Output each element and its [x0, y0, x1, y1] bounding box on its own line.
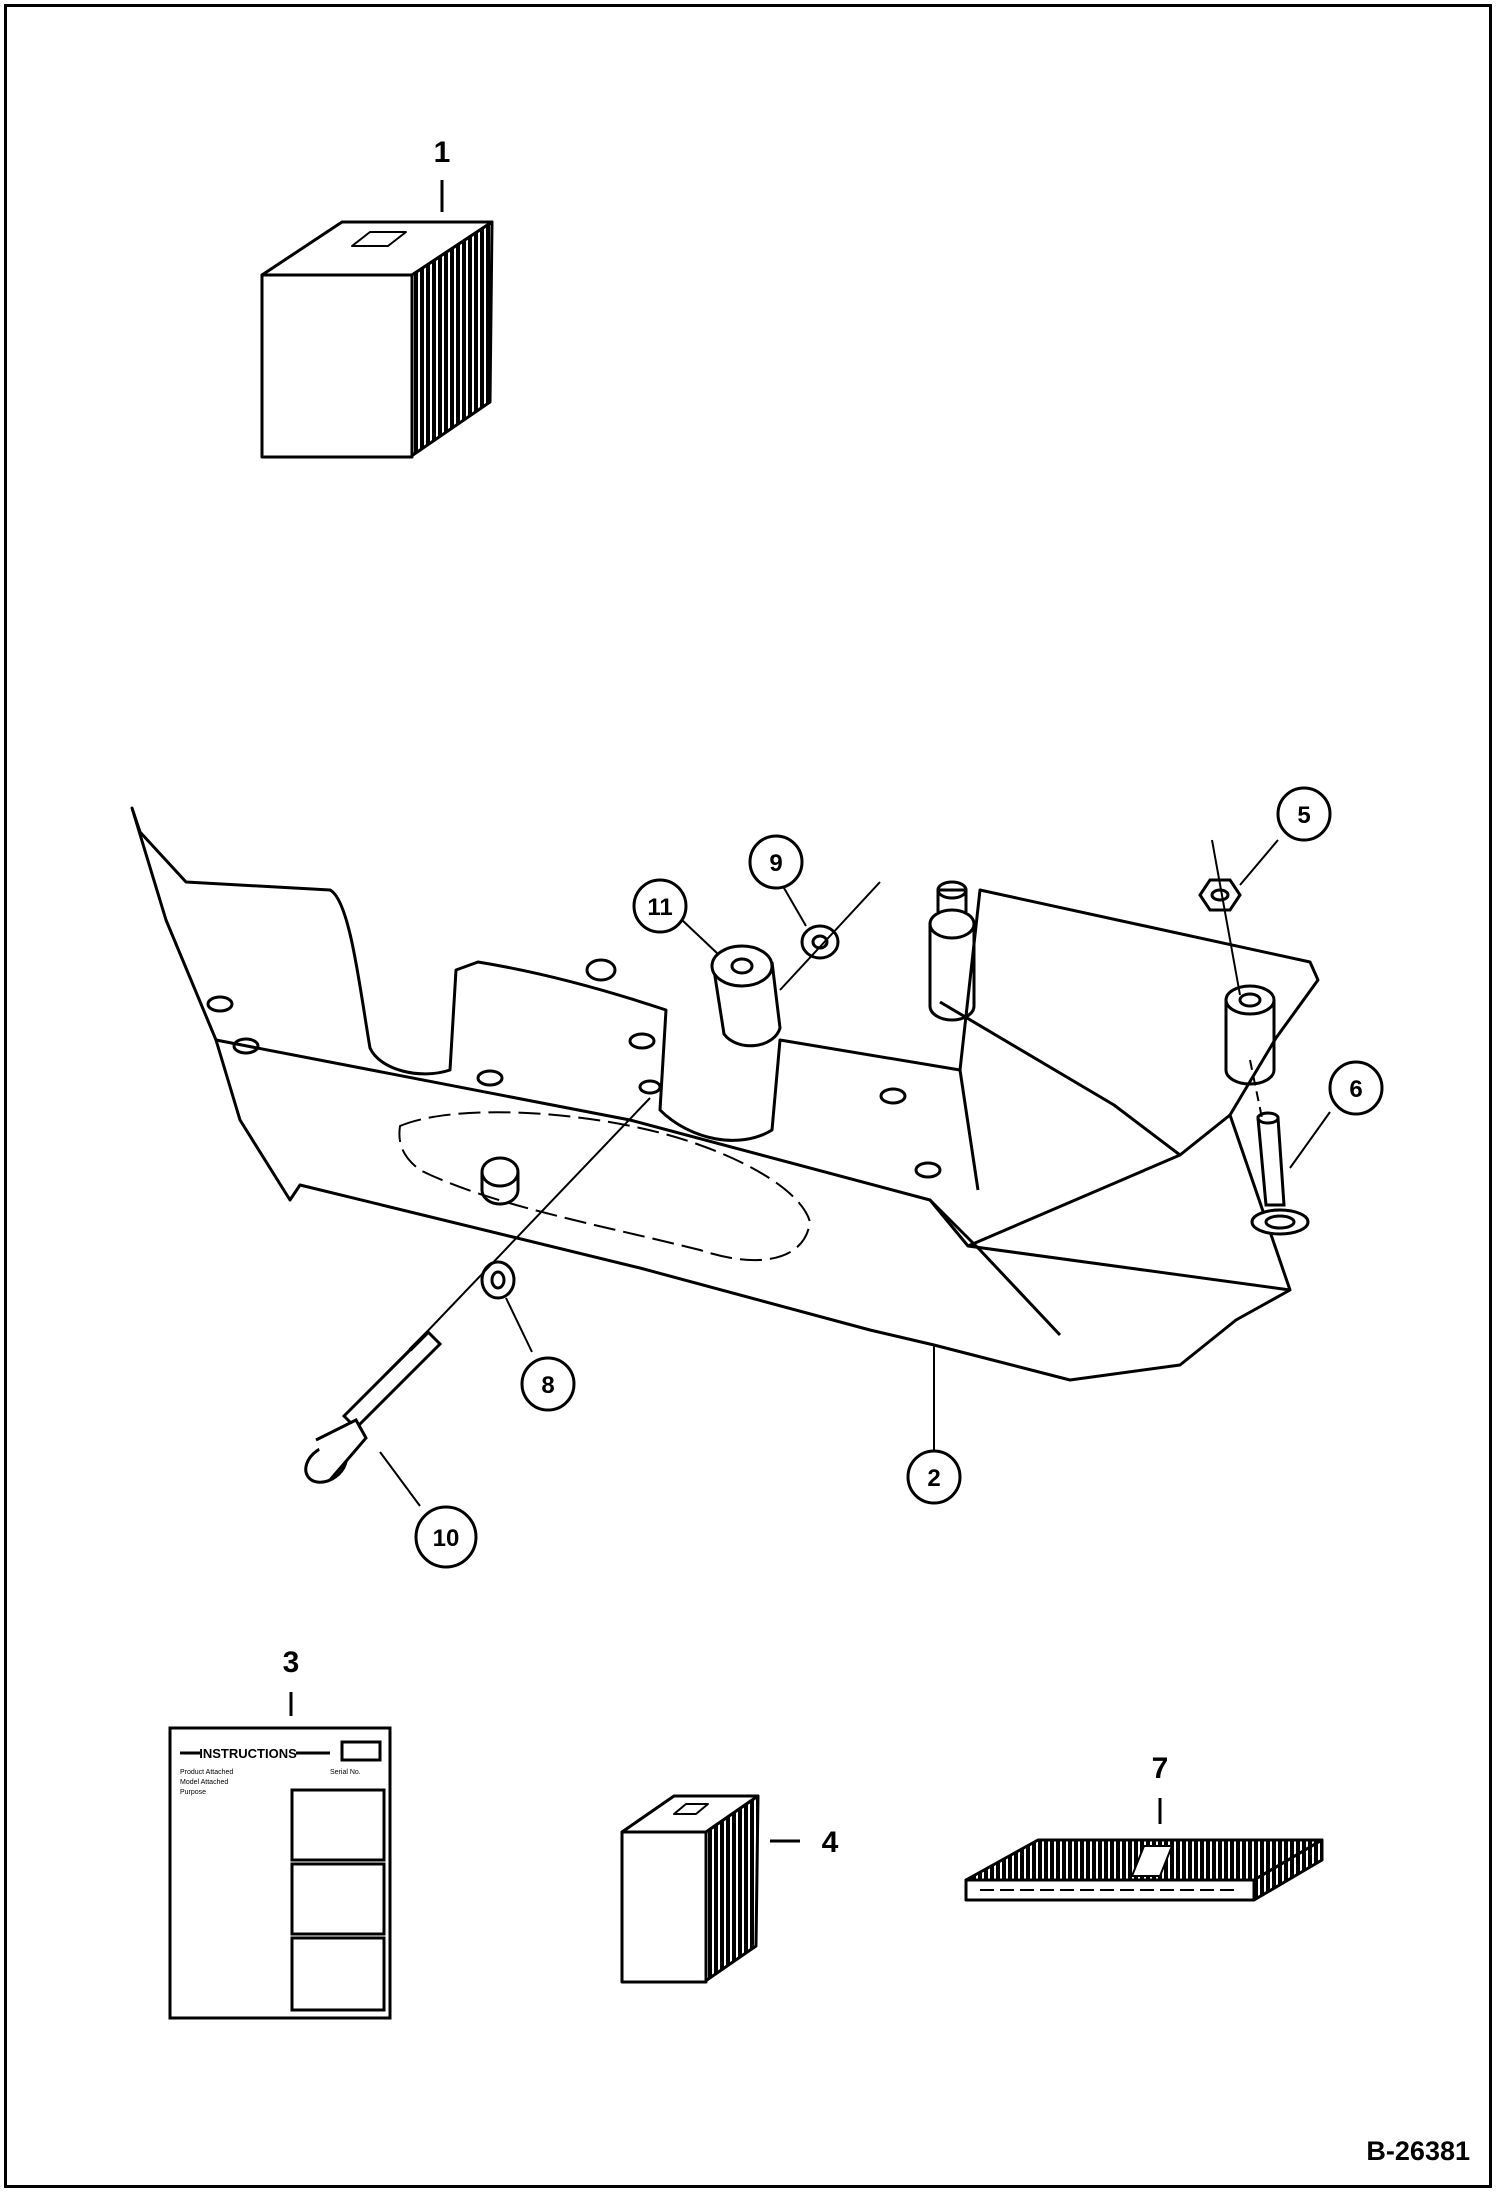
- part-11-bushing: [710, 944, 782, 1048]
- callout-8-label: 8: [541, 1372, 554, 1399]
- leader-line-8: [505, 1297, 533, 1353]
- callout-8-bubble: 8: [520, 1356, 576, 1412]
- callout-2-bubble: 2: [906, 1449, 962, 1505]
- leader-line-10: [379, 1451, 421, 1507]
- part-4-small-box: [620, 1794, 760, 1984]
- callout-11-bubble: 11: [632, 878, 688, 934]
- leader-line-11: [681, 919, 719, 955]
- centerline-9-top: [779, 881, 881, 991]
- part-9-washer-top: [800, 924, 840, 960]
- centerline-5: [1211, 839, 1241, 996]
- callout-11-label: 11: [647, 894, 672, 921]
- part-3-instruction-sheet: INSTRUCTIONS Product Attached Model Atta…: [168, 1726, 392, 2020]
- callout-5-bubble: 5: [1276, 786, 1332, 842]
- instruction-line-4: Serial No.: [330, 1769, 361, 1776]
- callout-9-top-bubble: 9: [748, 834, 804, 890]
- instruction-line-1: Product Attached: [180, 1769, 233, 1776]
- figure-id: B-26381: [1366, 2136, 1470, 2166]
- callout-1-label: 1: [434, 136, 451, 169]
- callout-7-label: 7: [1152, 1752, 1169, 1785]
- part-6-bolt: [1250, 1111, 1310, 1236]
- leader-line-5: [1239, 839, 1279, 886]
- leader-line-9-top: [783, 887, 807, 927]
- callout-6-bubble: 6: [1328, 1060, 1384, 1116]
- callout-10-bubble: 10: [414, 1505, 478, 1569]
- callout-2-label: 2: [927, 1465, 940, 1492]
- part-5-nut: [1198, 878, 1242, 912]
- part-8-washer: [480, 1260, 516, 1300]
- part-7-flat-box: [964, 1838, 1324, 1902]
- instruction-heading: INSTRUCTIONS: [199, 1746, 297, 1761]
- instruction-line-2: Model Attached: [180, 1779, 228, 1786]
- callout-9-top-label: 9: [769, 850, 782, 877]
- part-1-box: [260, 220, 494, 459]
- centerline-8: [399, 1097, 651, 1361]
- callout-3-label: 3: [283, 1646, 300, 1679]
- drawing-frame: [4, 4, 1492, 2188]
- part-2-guard-plate: [130, 806, 1320, 1382]
- callout-6-label: 6: [1349, 1076, 1362, 1103]
- callout-10-label: 10: [433, 1525, 460, 1552]
- centerline-6: [1249, 1059, 1263, 1119]
- leader-line-6: [1289, 1111, 1331, 1169]
- callout-5-label: 5: [1297, 802, 1310, 829]
- part-10-long-bolt: [304, 1329, 443, 1484]
- instruction-line-3: Purpose: [180, 1789, 206, 1796]
- callout-4-label: 4: [822, 1826, 839, 1859]
